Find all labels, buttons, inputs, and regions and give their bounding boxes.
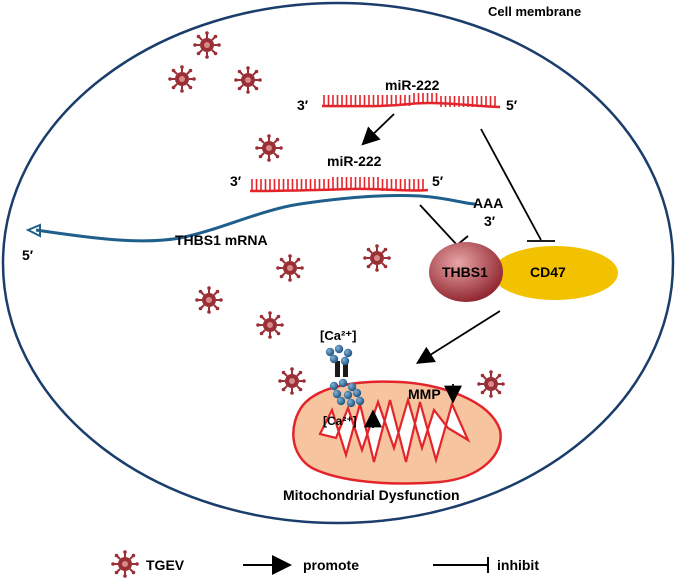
mirna-top: miR-222 3′ 5′ — [297, 77, 518, 113]
tgev-virus-icon — [255, 310, 285, 340]
calcium-ion — [352, 388, 362, 398]
legend-promote-label: promote — [303, 557, 359, 573]
ca-inside-label: [Ca²⁺] — [323, 414, 357, 428]
mrna-polya: AAA — [473, 195, 503, 211]
thbs1-cd47-complex: THBS1 CD47 — [429, 242, 618, 302]
calcium-ion — [343, 390, 353, 400]
pathway-edges — [361, 113, 555, 364]
tgev-virus-icon — [167, 64, 197, 94]
tgev-virus-icon — [194, 285, 224, 315]
inhibit-line-mir-cd47 — [480, 128, 542, 241]
calcium-channel-icon — [343, 361, 348, 377]
cd47-receptor — [492, 246, 618, 300]
calcium-ion — [340, 356, 350, 366]
cd47-label: CD47 — [530, 264, 566, 280]
legend: TGEV promote inhibit — [110, 549, 539, 578]
thbs1-protein — [429, 242, 503, 302]
calcium-ion — [329, 354, 339, 364]
tgev-virus-icon — [476, 369, 506, 399]
mir-bound-3prime: 3′ — [230, 173, 242, 189]
tgev-virus-icon — [275, 253, 305, 283]
inhibit-line-mrna-thbs1 — [419, 204, 458, 246]
tgev-virus-icon — [277, 366, 307, 396]
cell-membrane-label: Cell membrane — [488, 4, 581, 19]
calcium-channel-icon — [335, 361, 340, 377]
tgev-virus-icon — [192, 30, 222, 60]
calcium-ion — [347, 382, 357, 392]
calcium-ions-inside — [329, 378, 365, 408]
thbs1-mrna: THBS1 mRNA 5′ AAA 3′ — [22, 193, 503, 263]
promote-arrow-dysfunction — [415, 310, 501, 364]
calcium-ion — [346, 398, 356, 408]
calcium-ion — [355, 396, 365, 406]
calcium-ion — [329, 381, 339, 391]
tgev-virus-icon — [110, 549, 140, 578]
cell-membrane — [1, 1, 675, 525]
tgev-virus-icon — [362, 243, 392, 273]
mmp-label: MMP — [408, 386, 441, 402]
mirna-bound: miR-222 3′ 5′ — [230, 153, 444, 193]
legend-inhibit-label: inhibit — [497, 557, 539, 573]
mir-bound-5prime: 5′ — [432, 173, 444, 189]
mrna-label: THBS1 mRNA — [175, 232, 268, 248]
mir-top-5prime: 5′ — [506, 97, 518, 113]
tgev-virus-icon — [254, 133, 284, 163]
promote-arrow-mir-binding — [361, 113, 395, 146]
calcium-ion — [336, 396, 346, 406]
calcium-ion — [325, 347, 335, 357]
legend-tgev-label: TGEV — [146, 557, 185, 573]
mito-label: Mitochondrial Dysfunction — [283, 487, 460, 503]
mir-top-label: miR-222 — [385, 77, 440, 93]
calcium-ion — [338, 378, 348, 388]
ca-outside-label: [Ca²⁺] — [320, 328, 356, 343]
calcium-ion — [332, 389, 342, 399]
mir-bound-label: miR-222 — [327, 153, 382, 169]
tgev-virus-icon — [233, 65, 263, 95]
calcium-ion — [334, 344, 344, 354]
mitochondrion: [Ca²⁺] [Ca²⁺] MMP Mitochondrial Dysfunct… — [283, 328, 502, 503]
mrna-3prime: 3′ — [484, 213, 496, 229]
thbs1-label: THBS1 — [442, 264, 488, 280]
mrna-5prime: 5′ — [22, 247, 34, 263]
calcium-ion — [343, 348, 353, 358]
mir-top-3prime: 3′ — [297, 97, 309, 113]
calcium-ions-outside — [325, 344, 353, 366]
